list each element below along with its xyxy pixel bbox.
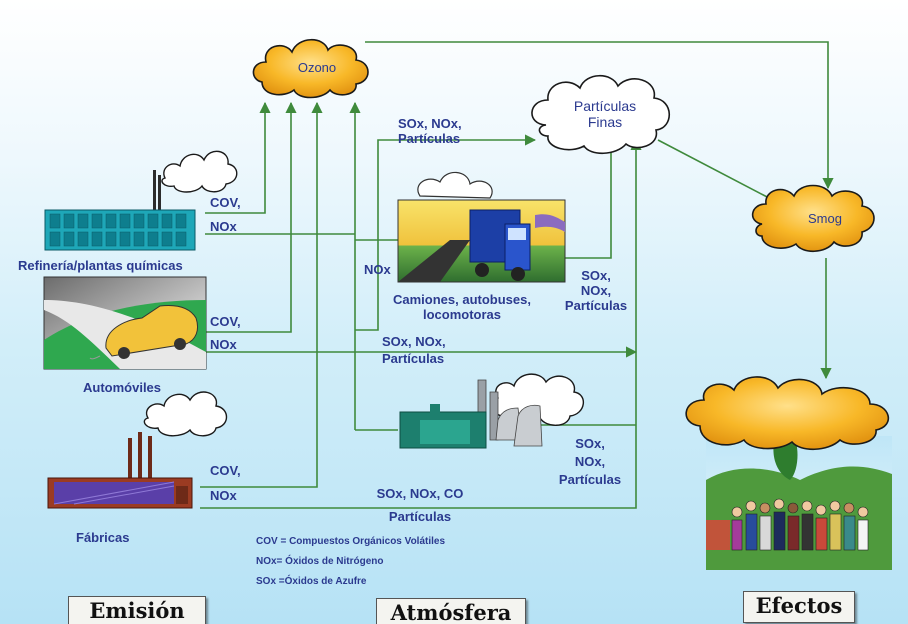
arrow-camion-particulas bbox=[565, 138, 617, 259]
emision-camion-nox: NOx bbox=[364, 262, 391, 277]
footer-emision: Emisión bbox=[68, 596, 206, 624]
emision-camion-right: SOx, NOx, Partículas bbox=[564, 268, 628, 313]
arrow-top-particulas bbox=[355, 134, 537, 331]
label-refineria: Refinería/plantas químicas bbox=[18, 258, 183, 273]
fabrica-icon bbox=[47, 432, 193, 509]
automovil-icon bbox=[43, 276, 207, 370]
cloud-smog-shape bbox=[751, 184, 875, 253]
emision-top-mid: SOx, NOx, Partículas bbox=[398, 116, 462, 146]
label-camiones: Camiones, autobuses, locomotoras bbox=[393, 292, 531, 322]
emision-fabrica-mid: SOx, NOx, CO Partículas bbox=[376, 486, 464, 524]
legend: COV = Compuestos Orgánicos Volátiles NOx… bbox=[256, 535, 445, 588]
emision-refineria-cov: COV, bbox=[210, 195, 241, 210]
emision-fabrica-cov: COV, bbox=[210, 463, 241, 478]
emision-fabrica-nox: NOx bbox=[210, 488, 237, 503]
arrow-auto-cov-ozono bbox=[205, 101, 297, 333]
refineria-icon bbox=[44, 170, 196, 251]
planta-electrica-icon bbox=[399, 379, 543, 449]
label-fabricas: Fábricas bbox=[76, 530, 130, 545]
efectos-icon bbox=[685, 376, 892, 570]
cloud-ozono-shape bbox=[252, 38, 369, 99]
cloud-particulas-label: Partículas Finas bbox=[573, 98, 637, 130]
arrow-ozono-smog bbox=[365, 41, 834, 190]
smoke-cloud-refineria bbox=[161, 150, 238, 193]
arrow-fabrica-cov-ozono bbox=[200, 101, 323, 488]
smoke-cloud-fabrica bbox=[143, 391, 228, 437]
label-automoviles: Automóviles bbox=[83, 380, 162, 395]
camion-icon bbox=[397, 171, 566, 283]
legend-sox: SOx =Óxidos de Azufre bbox=[256, 576, 367, 587]
arrow-refineria-cov-ozono bbox=[205, 101, 271, 214]
cloud-ozono-label: Ozono bbox=[297, 60, 337, 75]
emision-auto-nox: NOx bbox=[210, 337, 237, 352]
footer-atmosfera: Atmósfera bbox=[376, 598, 526, 624]
footer-efectos: Efectos bbox=[743, 591, 855, 623]
emision-auto-cov: COV, bbox=[210, 314, 241, 329]
legend-nox: NOx= Óxidos de Nitrógeno bbox=[256, 556, 384, 567]
arrow-fabrica-bottom bbox=[200, 138, 642, 509]
cloud-smog-label: Smog bbox=[808, 211, 842, 226]
emision-power-right: SOx, NOx, Partículas bbox=[558, 436, 622, 487]
emision-refineria-nox: NOx bbox=[210, 219, 237, 234]
emision-auto-mid: SOx, NOx, Partículas bbox=[382, 334, 446, 366]
legend-cov: COV = Compuestos Orgánicos Volátiles bbox=[256, 536, 446, 547]
cloud-particulas-shape bbox=[531, 74, 670, 155]
